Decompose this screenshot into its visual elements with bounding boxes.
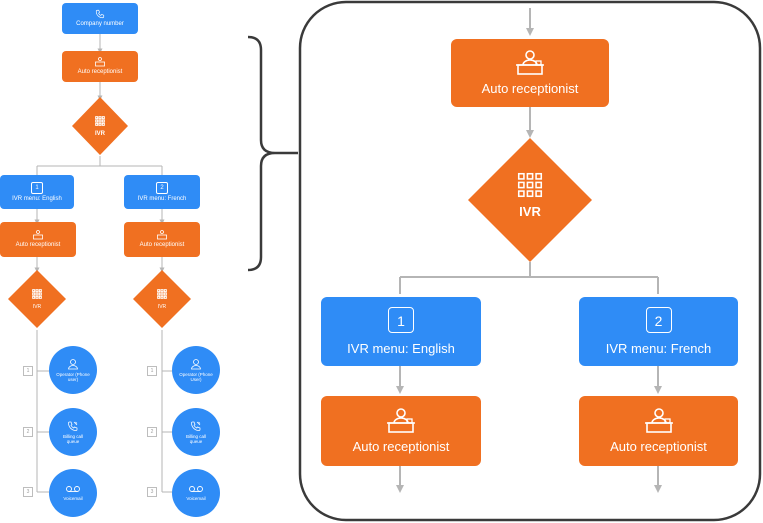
- zoom-french-menu-node: 2 IVR menu: French: [579, 297, 738, 366]
- left-ivr-diamond: [72, 97, 128, 155]
- call-queue-icon: [191, 421, 201, 431]
- zoom-french-auto-receptionist-label: Auto receptionist: [610, 439, 707, 454]
- zoom-ivr-label: IVR: [519, 204, 541, 219]
- left-english-ivr-label: IVR: [32, 304, 42, 310]
- left-auto-receptionist-node: Auto receptionist: [62, 51, 138, 82]
- zoom-english-menu-label: IVR menu: English: [347, 341, 455, 356]
- user-icon: [68, 359, 78, 370]
- left-english-ivr-content: IVR: [23, 286, 51, 310]
- receptionist-icon: [516, 50, 544, 75]
- english-option-3-digit: 3: [23, 487, 33, 497]
- french-option-2-digit: 2: [147, 427, 157, 437]
- left-english-digit: 1: [31, 181, 43, 194]
- left-connectors: [34, 34, 174, 493]
- left-english-ivr-diamond: [8, 270, 66, 328]
- french-voicemail-label: Voicemail: [186, 496, 206, 501]
- left-english-menu-node: 1 IVR menu: English: [0, 175, 74, 209]
- phone-icon: [95, 9, 105, 19]
- french-operator-label: Operator (Phone User): [179, 372, 213, 382]
- zoom-bracket: [247, 35, 298, 272]
- zoom-auto-receptionist-node: Auto receptionist: [451, 39, 609, 107]
- receptionist-icon: [33, 230, 43, 240]
- left-french-menu-label: IVR menu: French: [137, 195, 187, 202]
- receptionist-icon: [95, 57, 105, 67]
- receptionist-icon: [387, 408, 415, 433]
- left-english-auto-receptionist-label: Auto receptionist: [15, 242, 61, 248]
- french-option-3-digit: 3: [147, 487, 157, 497]
- left-french-ivr-label: IVR: [157, 304, 167, 310]
- left-french-auto-receptionist-node: Auto receptionist: [124, 222, 200, 257]
- zoom-french-auto-receptionist-node: Auto receptionist: [579, 396, 738, 466]
- zoom-ivr-diamond-content: IVR: [505, 172, 555, 221]
- left-ivr-label: IVR: [94, 131, 105, 137]
- zoom-french-digit: 2: [645, 307, 672, 333]
- keypad-icon: [517, 172, 543, 198]
- zoom-auto-receptionist-label: Auto receptionist: [481, 81, 579, 96]
- left-french-auto-receptionist-label: Auto receptionist: [139, 242, 185, 248]
- receptionist-icon: [157, 230, 167, 240]
- english-billing-label: Billing call queue: [62, 434, 83, 444]
- english-billing-node: Billing call queue: [49, 408, 97, 456]
- english-operator-label: Operator (Phone user): [56, 372, 90, 382]
- user-icon: [191, 359, 201, 370]
- keypad-icon: [95, 116, 105, 126]
- left-french-digit: 2: [156, 181, 168, 194]
- left-french-ivr-content: IVR: [148, 286, 176, 310]
- left-auto-receptionist-label: Auto receptionist: [77, 69, 123, 75]
- french-voicemail-node: Voicemail: [172, 469, 220, 517]
- receptionist-icon: [644, 408, 673, 433]
- left-french-ivr-diamond: [133, 270, 191, 328]
- zoom-ivr-diamond: [468, 138, 592, 262]
- french-billing-node: Billing call queue: [172, 408, 220, 456]
- left-english-auto-receptionist-node: Auto receptionist: [0, 222, 76, 257]
- left-ivr-diamond-content: IVR: [86, 113, 114, 138]
- voicemail-icon: [189, 486, 203, 492]
- voicemail-icon: [66, 486, 80, 492]
- english-voicemail-node: Voicemail: [49, 469, 97, 517]
- company-number-label: Company number: [76, 21, 124, 27]
- zoom-english-digit: 1: [388, 307, 414, 333]
- keypad-icon: [32, 289, 42, 299]
- zoom-french-menu-label: IVR menu: French: [605, 341, 712, 356]
- zoom-english-auto-receptionist-node: Auto receptionist: [321, 396, 481, 466]
- zoom-english-menu-node: 1 IVR menu: English: [321, 297, 481, 366]
- keypad-icon: [157, 289, 167, 299]
- company-number-node: Company number: [62, 3, 138, 34]
- zoom-english-auto-receptionist-label: Auto receptionist: [352, 439, 450, 454]
- english-option-2-digit: 2: [23, 427, 33, 437]
- french-option-1-digit: 1: [147, 366, 157, 376]
- french-billing-label: Billing call queue: [185, 434, 206, 444]
- left-french-menu-node: 2 IVR menu: French: [124, 175, 200, 209]
- call-queue-icon: [68, 421, 78, 431]
- french-operator-node: Operator (Phone User): [172, 346, 220, 394]
- english-voicemail-label: Voicemail: [63, 496, 83, 501]
- english-option-1-digit: 1: [23, 366, 33, 376]
- english-operator-node: Operator (Phone user): [49, 346, 97, 394]
- left-english-menu-label: IVR menu: English: [12, 195, 62, 202]
- zoom-connectors: [396, 8, 662, 493]
